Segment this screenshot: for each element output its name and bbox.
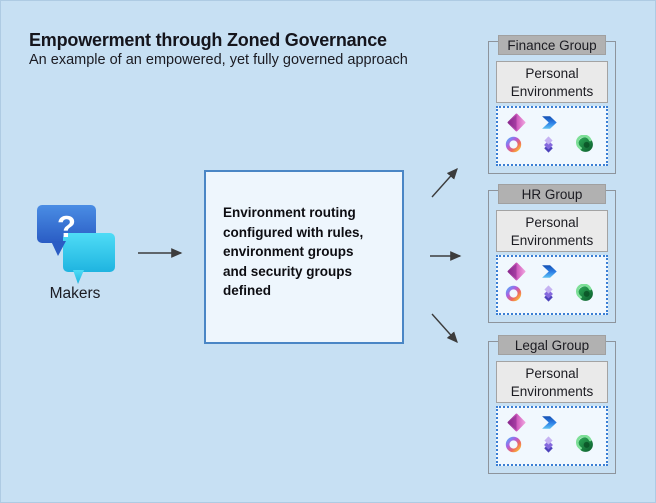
environment-apps-box (496, 255, 608, 315)
personal-environments-box: Personal Environments (496, 361, 608, 403)
power-pages-icon (539, 435, 558, 454)
group-finance: Finance Group Personal Environments (488, 35, 616, 174)
page-subtitle: An example of an empowered, yet fully go… (29, 52, 408, 68)
power-pages-icon (539, 284, 558, 303)
environment-apps-box (496, 106, 608, 166)
dataverse-icon (576, 135, 595, 154)
question-mark-glyph: ? (57, 209, 76, 244)
power-automate-icon (540, 113, 559, 132)
group-label-hr: HR Group (498, 184, 606, 204)
dataverse-icon (576, 284, 595, 303)
environment-routing-text: Environment routing configured with rule… (223, 205, 364, 299)
power-pages-icon (539, 135, 558, 154)
environment-apps-box (496, 406, 608, 466)
power-automate-icon (540, 413, 559, 432)
group-label-finance: Finance Group (498, 35, 606, 55)
power-automate-icon (540, 262, 559, 281)
dataverse-icon (576, 435, 595, 454)
arrow-to-legal-group (431, 313, 458, 344)
power-apps-icon (507, 113, 526, 132)
environment-routing-box: Environment routing configured with rule… (204, 170, 404, 344)
page-title: Empowerment through Zoned Governance (29, 30, 387, 50)
copilot-icon (504, 435, 523, 454)
power-apps-icon (507, 262, 526, 281)
makers-label: Makers (49, 285, 101, 302)
group-legal: Legal Group Personal Environments (488, 335, 616, 474)
personal-environments-box: Personal Environments (496, 210, 608, 252)
makers-chat-bubbles-icon: ? (37, 205, 115, 284)
arrow-to-finance-group (431, 167, 458, 198)
personal-environments-box: Personal Environments (496, 61, 608, 103)
copilot-icon (504, 284, 523, 303)
group-hr: HR Group Personal Environments (488, 184, 616, 323)
power-apps-icon (507, 413, 526, 432)
copilot-icon (504, 135, 523, 154)
group-label-legal: Legal Group (498, 335, 606, 355)
